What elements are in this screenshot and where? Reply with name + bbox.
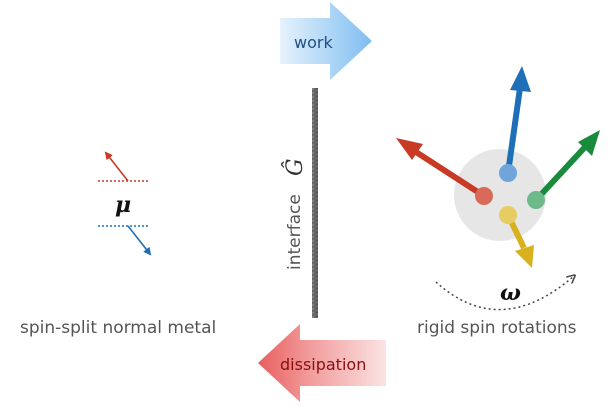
yellow-spin <box>499 206 534 268</box>
interface-label: interface <box>285 194 305 270</box>
spin-up-arrow <box>104 151 129 182</box>
interface-symbol: Ĝ <box>281 158 308 176</box>
chemical-potential-symbol: μ <box>115 192 131 218</box>
red-spin <box>396 138 493 205</box>
spin-down-arrow <box>127 225 152 256</box>
spin-split-metal: μ <box>98 151 152 256</box>
interface-label-group: interface Ĝ <box>281 158 308 270</box>
left-caption: spin-split normal metal <box>20 318 216 338</box>
frequency-symbol: ω <box>500 280 521 306</box>
green-spin <box>527 130 600 209</box>
right-caption: rigid spin rotations <box>417 318 577 338</box>
dissipation-arrow: dissipation <box>258 324 386 402</box>
blue-spin <box>499 66 531 182</box>
dissipation-label: dissipation <box>280 355 366 374</box>
work-label: work <box>294 33 333 52</box>
rigid-spin-rotations: ω <box>396 66 600 311</box>
sphere <box>454 149 546 241</box>
work-arrow: work <box>280 2 372 80</box>
interface-bar <box>312 88 318 318</box>
